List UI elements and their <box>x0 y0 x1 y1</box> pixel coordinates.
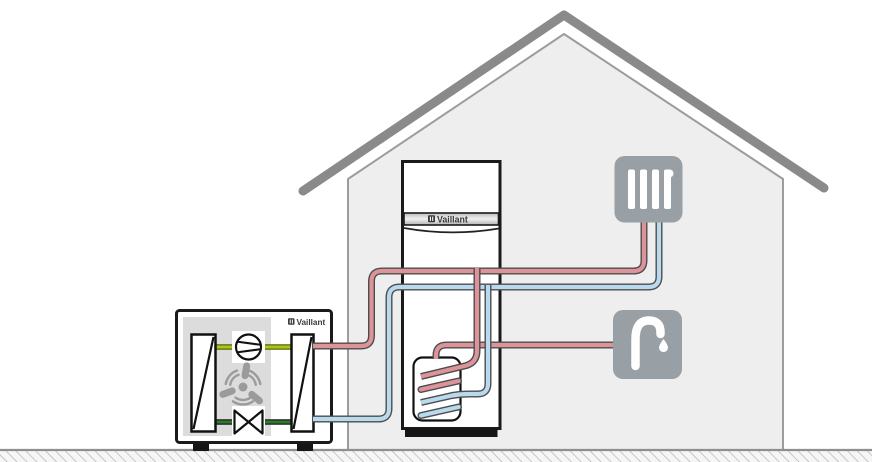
compressor-icon <box>232 331 265 363</box>
pipe-heating-flow <box>313 220 648 350</box>
pipe-coil-inlet <box>420 268 481 380</box>
indoor-unit-base <box>405 428 498 437</box>
ground-hatch <box>0 450 872 462</box>
outdoor-unit: Vaillant <box>175 309 333 451</box>
heat-exchanger-right <box>290 333 315 433</box>
indoor-unit-swoosh <box>403 227 500 234</box>
tap-droplet <box>659 339 668 353</box>
outdoor-unit-logo: Vaillant <box>288 318 325 327</box>
indoor-unit-band <box>403 212 500 226</box>
outdoor-unit-logo-text: Vaillant <box>297 318 326 327</box>
expansion-valve-icon <box>232 406 265 438</box>
radiator-thermostat-dot <box>665 169 674 178</box>
heat-exchanger-left <box>190 333 217 433</box>
pipe-heating-return <box>313 220 663 423</box>
ground <box>0 448 872 462</box>
roof <box>298 10 829 196</box>
indoor-unit-logo: Vaillant <box>428 215 468 225</box>
tank-coil-cold-segment <box>417 403 462 419</box>
tap-icon <box>613 310 682 379</box>
radiator-icon <box>614 156 683 223</box>
vaillant-logo-mark <box>288 318 295 325</box>
outdoor-unit-foot-left <box>193 441 209 451</box>
house <box>298 10 829 451</box>
vaillant-logo-mark <box>428 215 435 223</box>
pipe-hot-water-to-tap <box>432 341 616 359</box>
outdoor-unit-foot-right <box>297 441 313 451</box>
pipe-coil-outlet <box>420 285 492 406</box>
tap-spout <box>631 316 665 371</box>
fan-icon <box>219 362 263 406</box>
indoor-unit-logo-text: Vaillant <box>437 215 468 225</box>
pipes <box>313 220 663 423</box>
tank-coil-hot-segment <box>417 377 462 393</box>
